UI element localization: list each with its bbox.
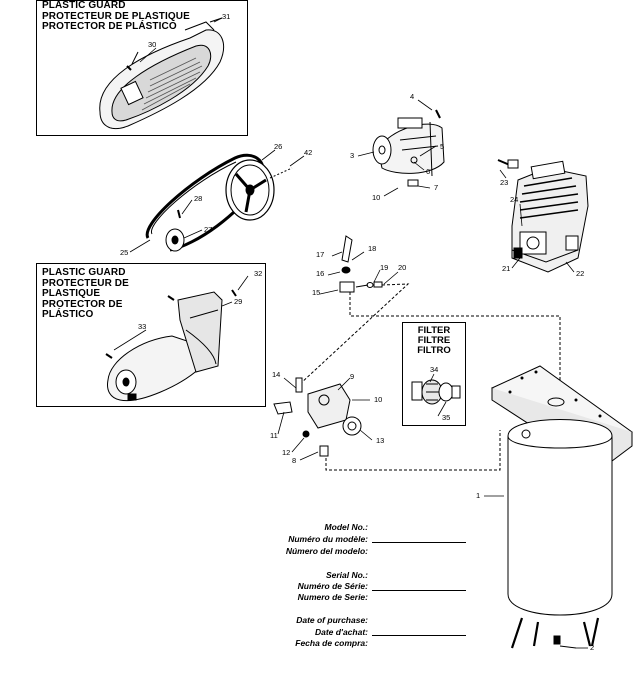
callout-10-switch: 10 xyxy=(374,395,383,404)
callout-28: 28 xyxy=(194,194,203,203)
callout-30: 30 xyxy=(148,40,157,49)
model-label-en: Model No.: xyxy=(324,522,368,532)
belt-and-pulley-illustration xyxy=(145,153,293,252)
serial-label-fr: Numéro de Série: xyxy=(297,581,368,591)
title-line-fr-1: PROTECTEUR DE xyxy=(42,277,129,289)
plastic-guard-title-top: PLASTIC GUARD PROTECTEUR DE PLASTIQUE PR… xyxy=(42,0,190,33)
plastic-guard-box-top: PLASTIC GUARD PROTECTEUR DE PLASTIQUE PR… xyxy=(36,0,248,136)
title-line-es-2: PLÁSTICO xyxy=(42,309,94,320)
title-line-fr: PROTECTEUR DE PLASTIQUE xyxy=(42,10,190,22)
filter-title-fr: FILTRE xyxy=(417,335,451,346)
title-line-en: PLASTIC GUARD xyxy=(42,0,126,11)
callout-42: 42 xyxy=(304,148,313,157)
callout-24: 24 xyxy=(510,195,519,204)
filter-title-es: FILTRO xyxy=(417,345,451,356)
callout-31: 31 xyxy=(222,12,231,21)
serial-label-en: Serial No.: xyxy=(325,570,368,580)
callout-29: 29 xyxy=(234,297,243,306)
filter-illustration xyxy=(411,379,461,405)
model-label-fr: Numéro du modèle: xyxy=(288,534,368,544)
callout-4: 4 xyxy=(410,92,415,101)
callout-14: 14 xyxy=(272,370,281,379)
filter-box: FILTER FILTRE FILTRO xyxy=(402,322,466,426)
callout-27: 27 xyxy=(204,225,213,234)
title-line-es-1: PROTECTOR DE xyxy=(42,298,123,310)
date-label-fr: Date d'achat: xyxy=(314,627,368,637)
callout-21: 21 xyxy=(502,264,511,273)
callout-12: 12 xyxy=(282,448,291,457)
callout-3: 3 xyxy=(350,151,355,160)
model-label-es: Número del modelo: xyxy=(285,546,368,556)
serial-number-line xyxy=(372,590,466,591)
callout-17: 17 xyxy=(316,250,325,259)
callout-19: 19 xyxy=(380,263,389,272)
callout-22: 22 xyxy=(576,269,585,278)
filter-title-en: FILTER xyxy=(417,325,451,336)
serial-label-es: Numero de Serie: xyxy=(297,592,368,602)
callout-leaders xyxy=(113,17,588,649)
callout-7: 7 xyxy=(434,183,439,192)
fittings-illustration xyxy=(299,235,561,388)
callout-32: 32 xyxy=(254,269,263,278)
callout-23: 23 xyxy=(500,178,509,187)
callout-25: 25 xyxy=(120,248,129,257)
callout-16: 16 xyxy=(316,269,325,278)
date-label-es: Fecha de compra: xyxy=(295,638,368,648)
pressure-switch-illustration xyxy=(273,377,501,471)
callout-33: 33 xyxy=(138,322,147,331)
callout-13: 13 xyxy=(376,436,385,445)
callout-8: 8 xyxy=(292,456,297,465)
callout-20: 20 xyxy=(398,263,407,272)
callout-9: 9 xyxy=(350,372,355,381)
callout-35: 35 xyxy=(442,413,451,422)
callout-34: 34 xyxy=(430,365,439,374)
title-line-fr-2: PLASTIQUE xyxy=(42,288,101,299)
title-line-es: PROTECTOR DE PLÁSTICO xyxy=(42,21,177,32)
callout-6: 6 xyxy=(426,167,431,176)
pump-illustration xyxy=(497,159,589,273)
title-line-en: PLASTIC GUARD xyxy=(42,267,126,278)
date-label-en: Date of purchase: xyxy=(296,615,368,625)
motor-illustration xyxy=(372,109,445,187)
side-guard-illustration xyxy=(105,289,237,402)
filter-title: FILTER FILTRE FILTRO xyxy=(404,326,464,356)
callout-1: 1 xyxy=(476,491,481,500)
callout-11: 11 xyxy=(270,431,278,440)
model-number-line xyxy=(372,542,466,543)
plastic-guard-box-side: PLASTIC GUARD PROTECTEUR DE PLASTIQUE PR… xyxy=(36,263,266,407)
callout-2: 2 xyxy=(590,643,595,652)
callout-26: 26 xyxy=(274,142,283,151)
tank-illustration xyxy=(490,365,633,649)
purchase-date-line xyxy=(372,635,466,636)
callout-5: 5 xyxy=(440,142,445,151)
plastic-guard-title-side: PLASTIC GUARD PROTECTEUR DE PLASTIQUE PR… xyxy=(42,267,129,321)
callout-10-motor: 10 xyxy=(372,193,381,202)
callout-18: 18 xyxy=(368,244,377,253)
plastic-guard-belt-illustration xyxy=(99,17,224,130)
callout-15: 15 xyxy=(312,288,321,297)
